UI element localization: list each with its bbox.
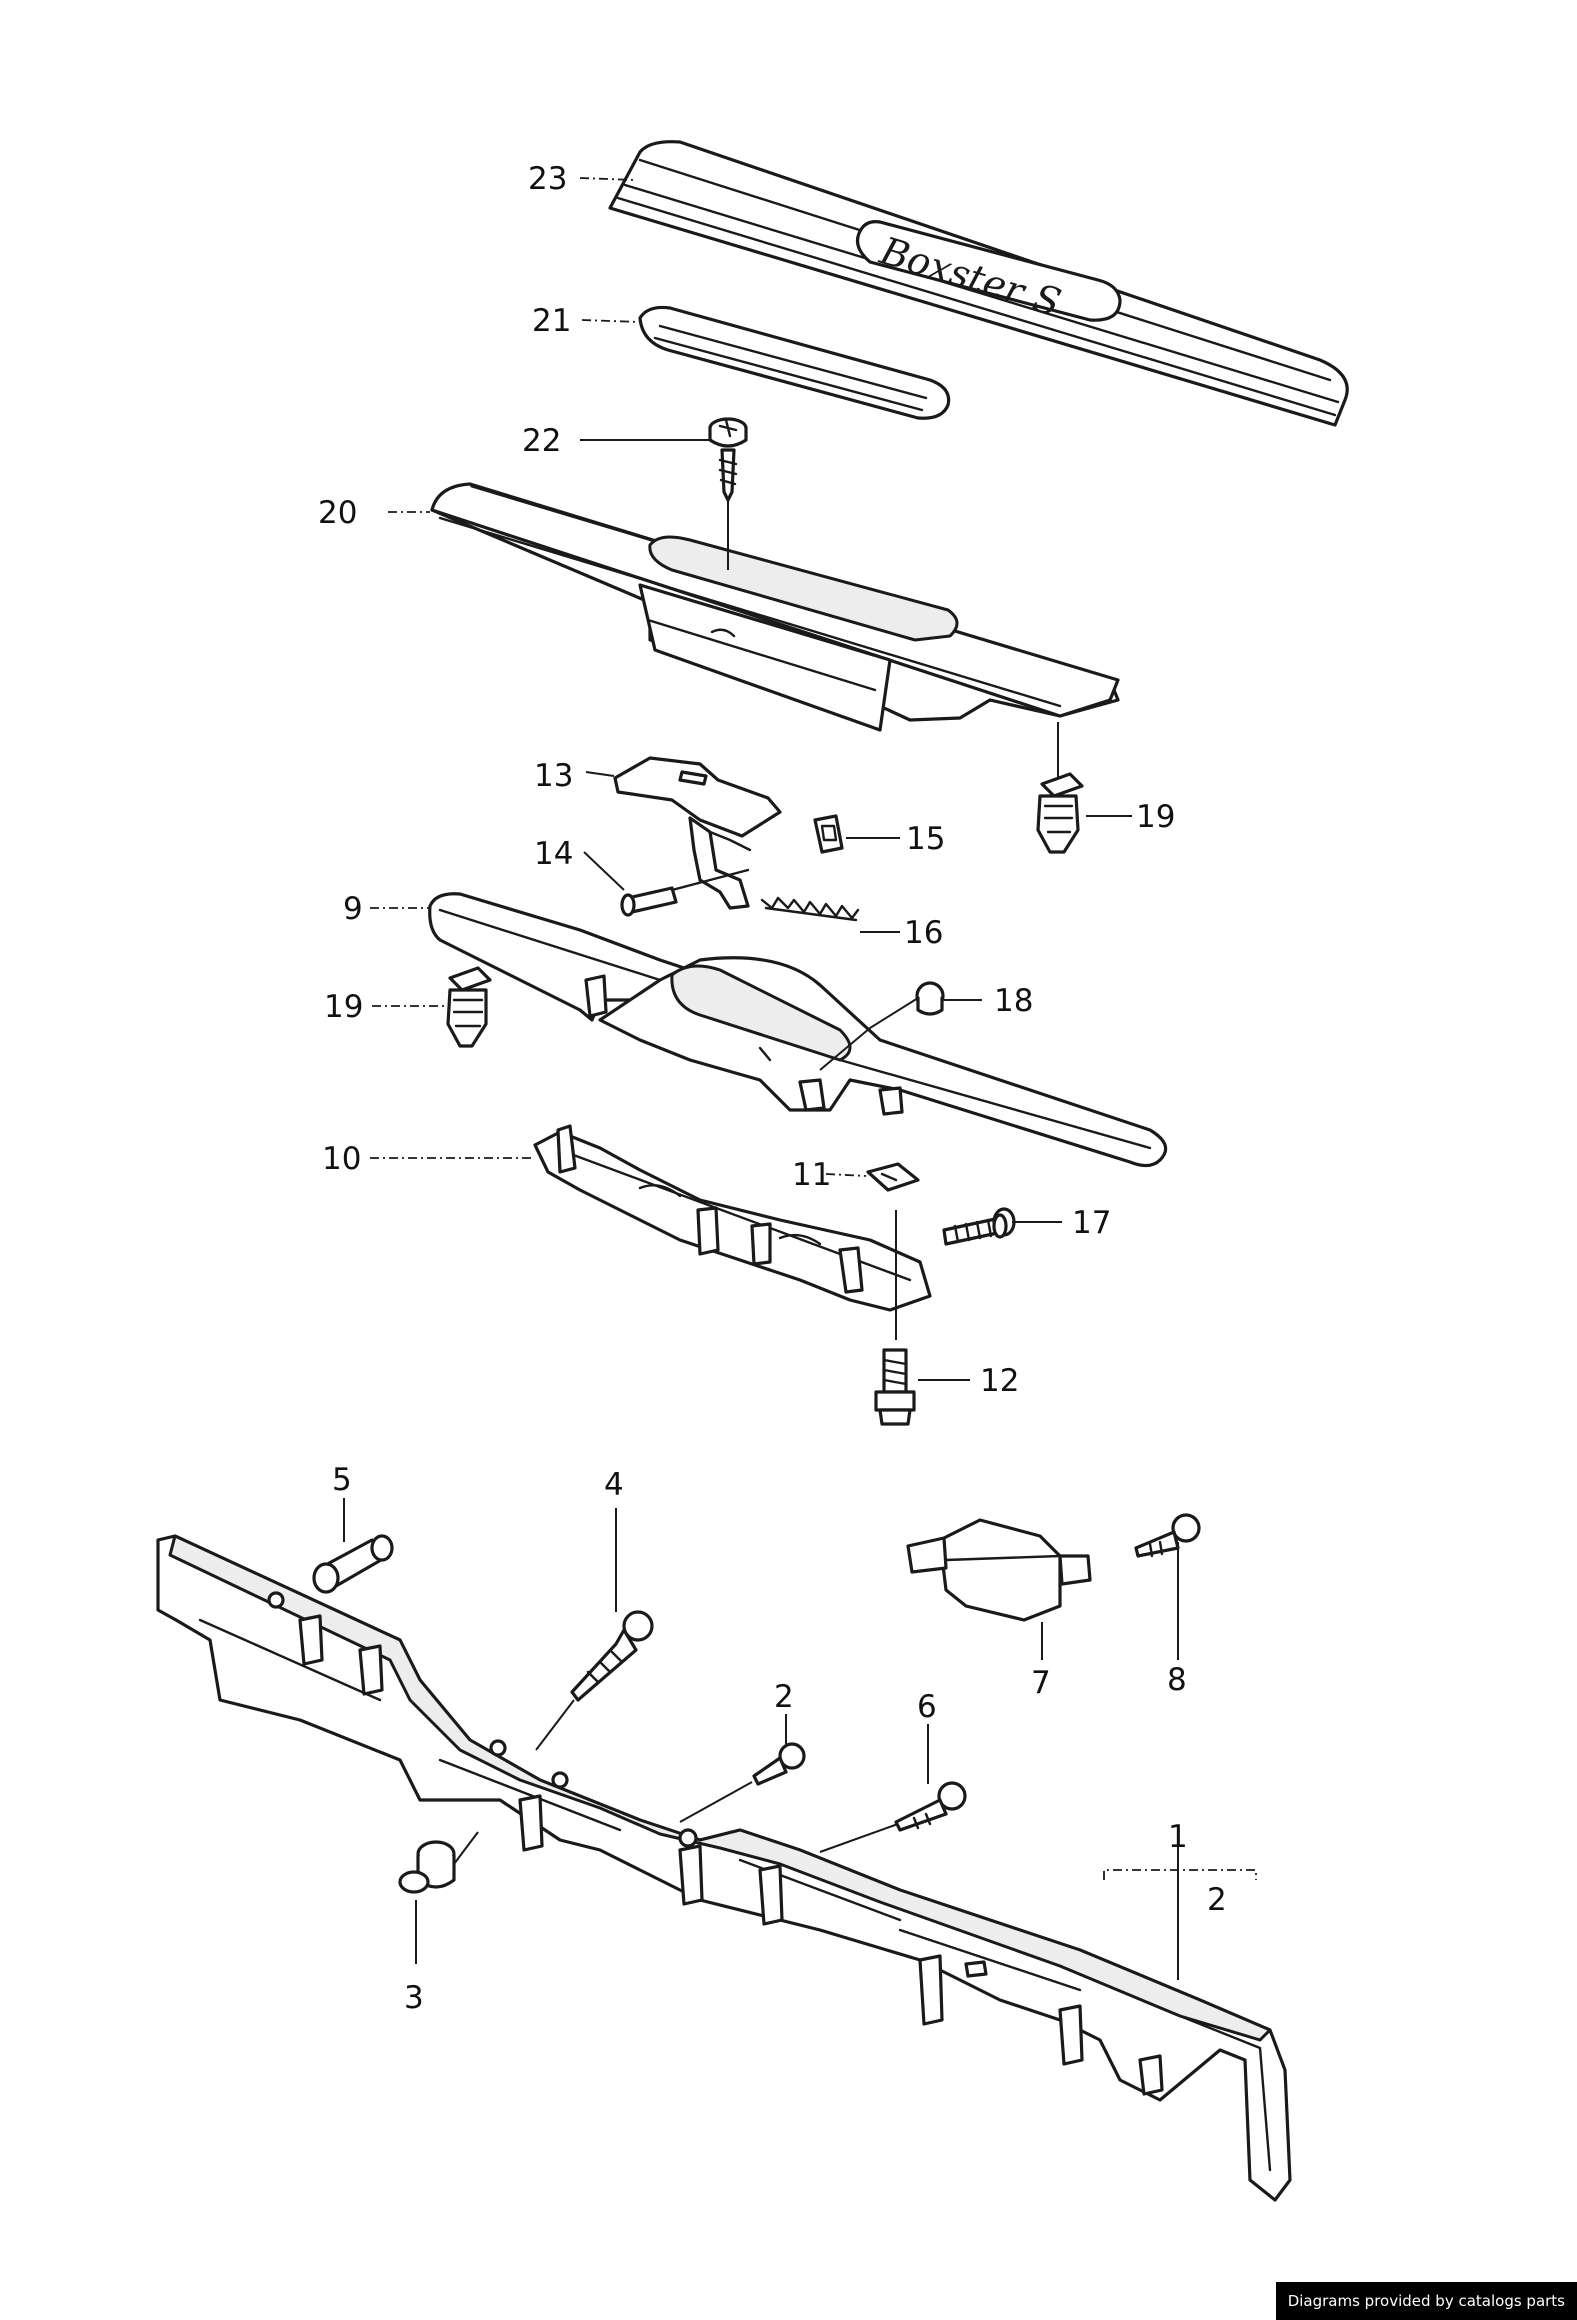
part-8-screw	[1134, 1513, 1201, 1558]
part-2-screw	[752, 1742, 806, 1786]
part-14-pin	[620, 868, 750, 917]
part-18-grommet	[915, 981, 945, 1016]
callout-labels: 23 21 22 20 19 13 15 14 9 16 19 18 10 11…	[318, 161, 1227, 2016]
leader-lines	[343, 177, 1257, 1980]
part-1-rear-carrier	[156, 1534, 1292, 2202]
part-7-switch	[906, 1518, 1092, 1622]
part-5-bushing	[312, 1534, 394, 1594]
callout-15: 15	[906, 821, 945, 857]
callout-3: 3	[404, 1980, 424, 2016]
callout-19b: 19	[324, 989, 363, 1025]
callout-8: 8	[1167, 1662, 1187, 1698]
callout-14: 14	[534, 836, 573, 872]
part-15-clip-nut	[813, 814, 844, 854]
part-23-sill-trim: Boxster S	[608, 140, 1349, 427]
part-20-sill-cover	[430, 482, 1120, 732]
callout-2a: 2	[774, 1679, 794, 1715]
part-3-rivet-nut	[398, 1840, 456, 1894]
part-22-screw	[708, 417, 748, 502]
callout-5: 5	[332, 1462, 352, 1498]
part-19b-clip	[446, 966, 492, 1048]
part-17-screw	[942, 1207, 1016, 1246]
callout-2b: 2	[1207, 1882, 1227, 1918]
callout-21: 21	[532, 303, 571, 339]
part-19a-clip	[1036, 772, 1084, 854]
callout-10: 10	[322, 1141, 361, 1177]
callout-13: 13	[534, 758, 573, 794]
callout-6: 6	[917, 1689, 937, 1725]
part-6-screw	[894, 1781, 967, 1832]
callout-1: 1	[1168, 1819, 1188, 1855]
callout-16: 16	[904, 915, 943, 951]
callout-9: 9	[343, 891, 363, 927]
part-13-latch-bracket	[613, 756, 782, 910]
callout-11: 11	[792, 1157, 831, 1193]
callout-18: 18	[994, 983, 1033, 1019]
credit-banner: Diagrams provided by catalogs parts	[1275, 2282, 1577, 2320]
part-11-speed-nut	[866, 1162, 920, 1192]
callout-22: 22	[522, 423, 561, 459]
part-21-handle-cover	[638, 305, 951, 420]
callout-12: 12	[980, 1363, 1019, 1399]
part-10-bracket	[533, 1124, 932, 1312]
callout-7: 7	[1031, 1665, 1051, 1701]
part-9-handle-carrier	[428, 892, 1168, 1168]
part-12-bolt	[874, 1348, 916, 1426]
callout-19a: 19	[1136, 799, 1175, 835]
part-16-spring	[760, 896, 860, 922]
callout-23: 23	[528, 161, 567, 197]
callout-20: 20	[318, 495, 357, 531]
callout-17: 17	[1072, 1205, 1111, 1241]
part-4-screw	[570, 1610, 654, 1702]
callout-4: 4	[604, 1467, 624, 1503]
